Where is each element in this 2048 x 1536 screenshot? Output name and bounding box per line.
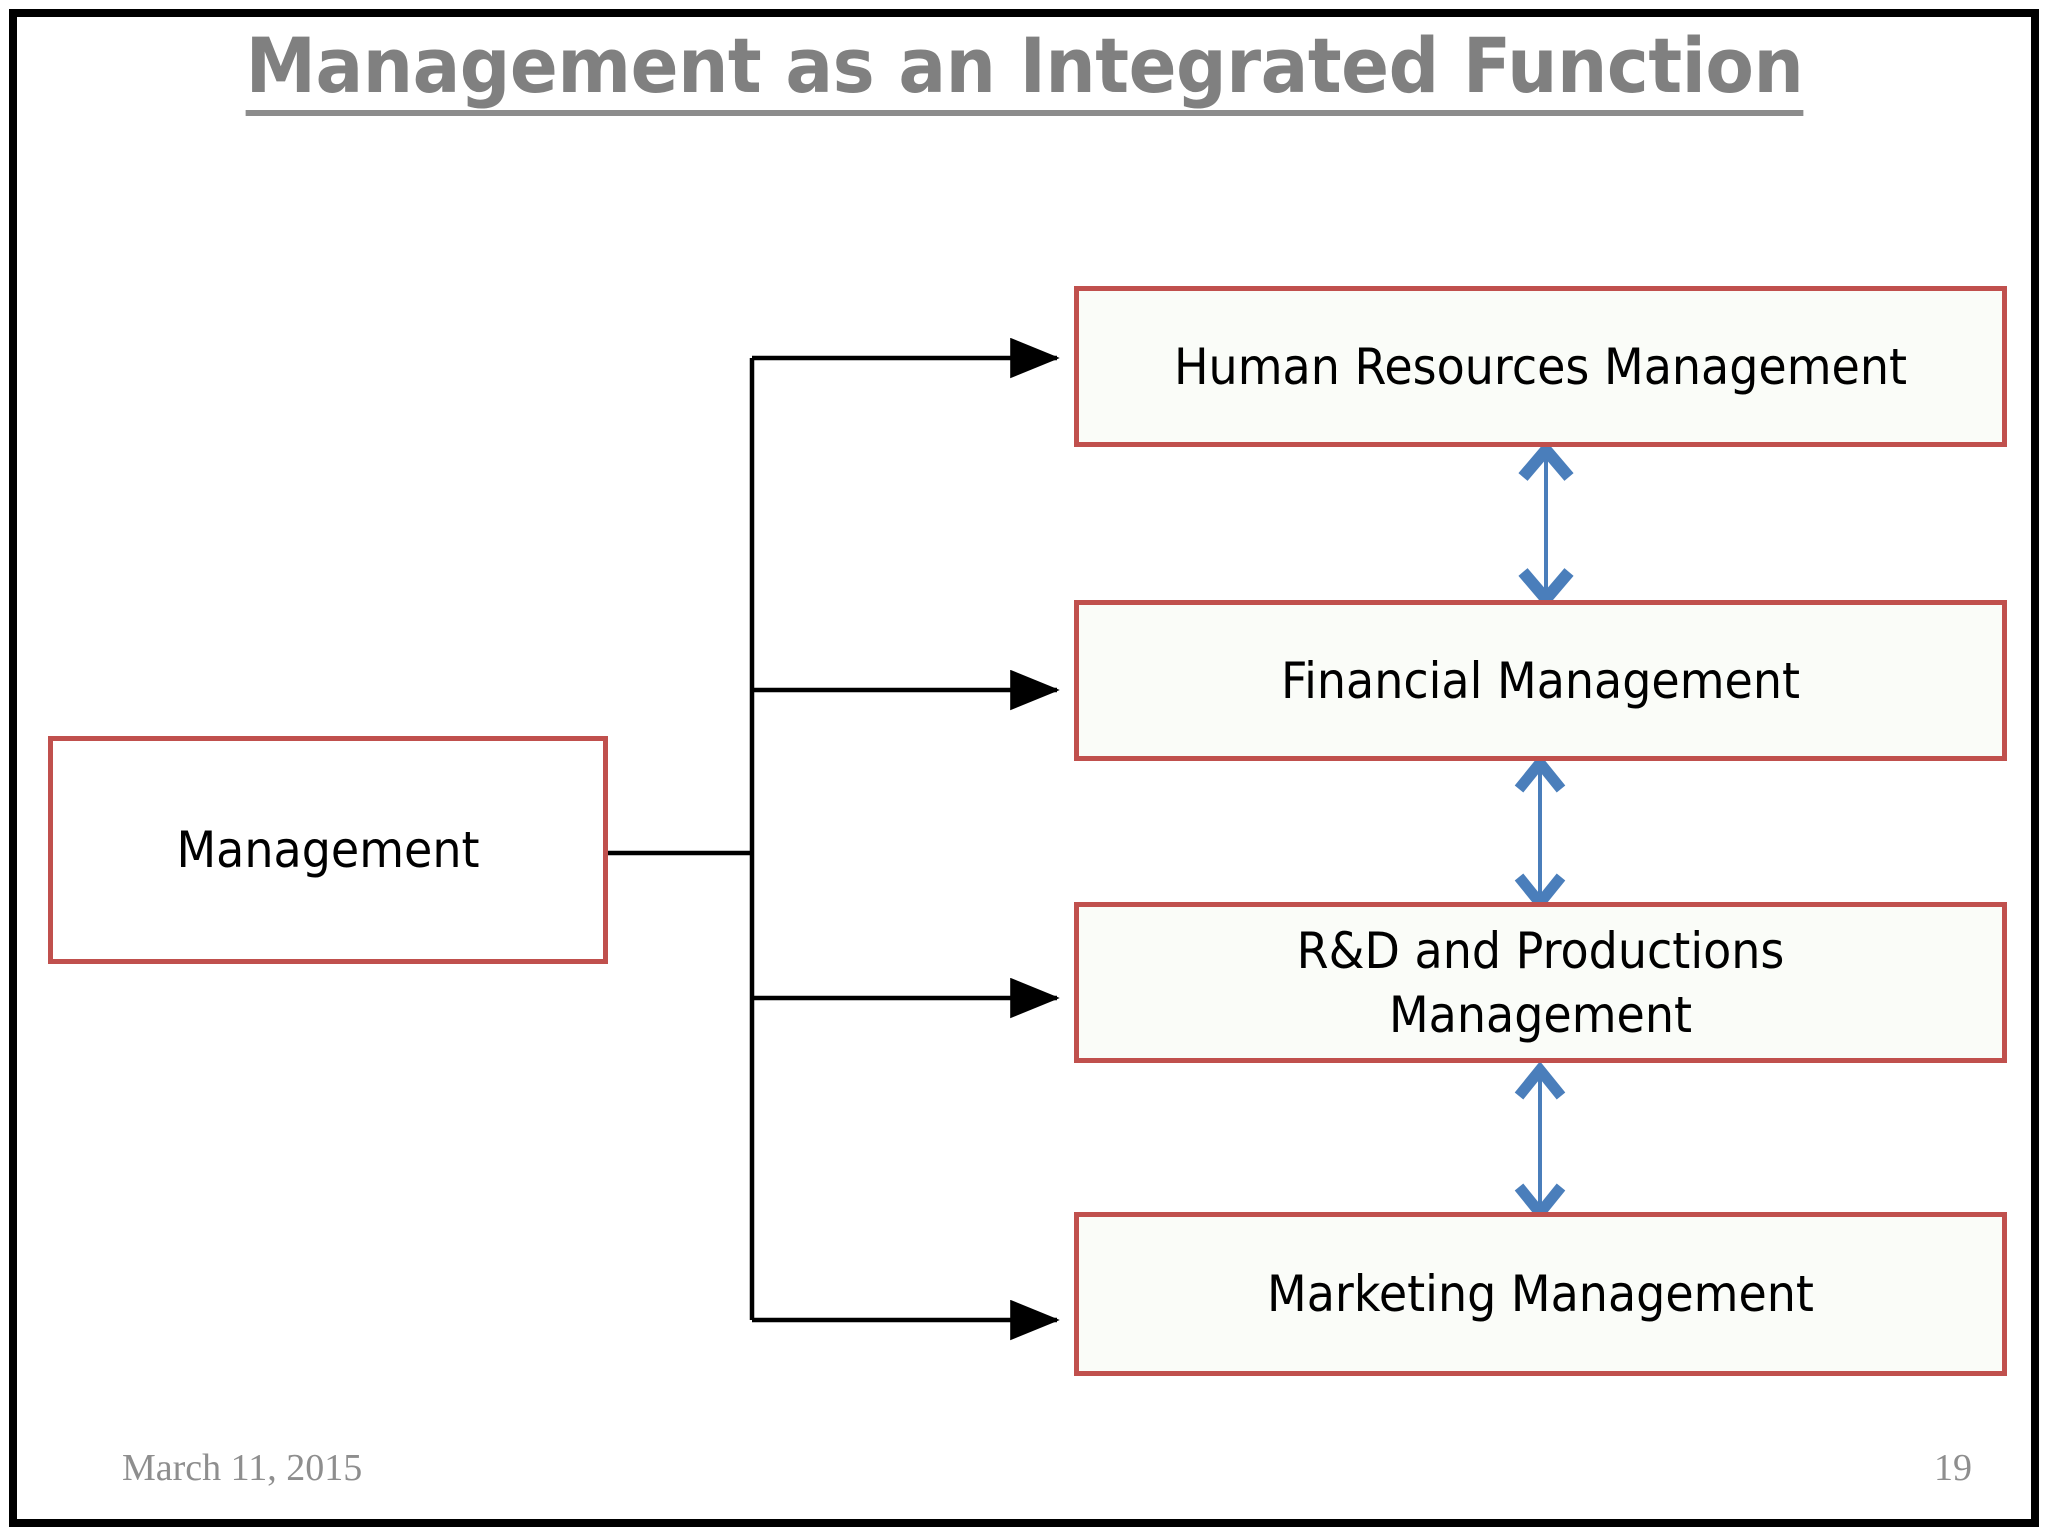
node-rnd-productions-management[interactable]: R&D and Productions Management (1074, 902, 2007, 1063)
page-title: Management as an Integrated Function (0, 26, 2048, 116)
node-financial-management-label: Financial Management (1280, 651, 1801, 710)
node-marketing-management-label: Marketing Management (1267, 1265, 1814, 1323)
double-arrow-rnd-marketing (1514, 1061, 1566, 1222)
node-human-resources-management-label: Human Resources Management (1173, 337, 1908, 396)
double-arrow-hrm-financial (1518, 440, 1574, 609)
node-management-label: Management (176, 821, 480, 879)
node-marketing-management[interactable]: Marketing Management (1074, 1212, 2007, 1376)
node-rnd-productions-management-label: R&D and Productions Management (1296, 921, 1785, 1044)
footer-page-number: 19 (1934, 1447, 1972, 1489)
node-financial-management[interactable]: Financial Management (1074, 600, 2007, 761)
node-management[interactable]: Management (48, 736, 608, 964)
double-arrow-financial-rnd (1514, 754, 1566, 912)
page-title-text: Management as an Integrated Function (245, 26, 1803, 116)
node-human-resources-management[interactable]: Human Resources Management (1074, 286, 2007, 447)
footer-date: March 11, 2015 (122, 1447, 363, 1489)
